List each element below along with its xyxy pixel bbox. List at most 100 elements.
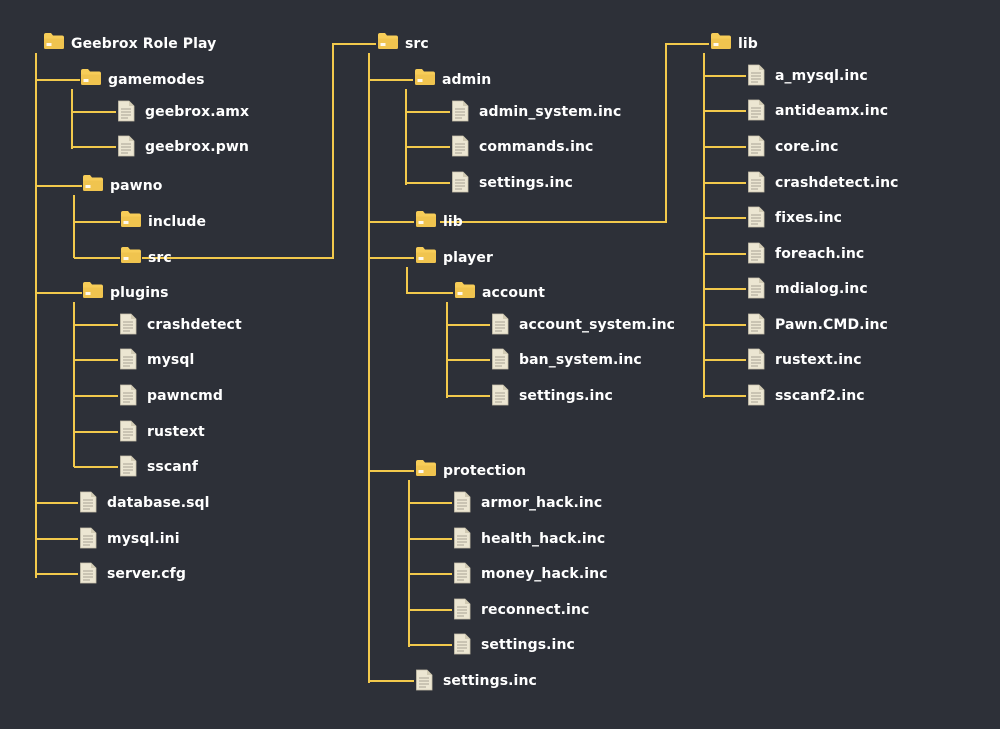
node-label: mysql	[147, 352, 195, 368]
file-icon	[451, 171, 473, 195]
node-label: Geebrox Role Play	[71, 36, 217, 52]
folder-icon	[80, 68, 102, 92]
folder-node-admin: admin	[414, 68, 491, 92]
file-icon	[747, 99, 769, 123]
folder-node-lib: lib	[710, 32, 758, 56]
file-node-pl-mysql: mysql	[119, 348, 194, 372]
node-label: crashdetect	[147, 317, 242, 333]
node-label: sscanf	[147, 459, 199, 475]
connector-line	[440, 43, 709, 223]
connector-line	[142, 43, 376, 259]
node-label: plugins	[110, 285, 169, 301]
node-label: geebrox.pwn	[145, 139, 249, 155]
connector-line	[406, 267, 453, 294]
folder-icon	[120, 246, 142, 270]
file-node-pr-settings: settings.inc	[453, 633, 575, 657]
file-node-gm-pwn: geebrox.pwn	[117, 135, 249, 159]
node-label: account_system.inc	[519, 317, 676, 333]
file-icon	[119, 348, 141, 372]
node-label: rustext.inc	[775, 352, 862, 368]
file-node-lb-foreach: foreach.inc	[747, 242, 864, 266]
file-node-pl-rustext: rustext	[119, 420, 205, 444]
file-node-lb-crash: crashdetect.inc	[747, 171, 899, 195]
node-label: geebrox.amx	[145, 104, 250, 120]
file-node-pl-crash: crashdetect	[119, 313, 242, 337]
file-node-ac-settings: settings.inc	[491, 384, 613, 408]
file-node-ac-ban: ban_system.inc	[491, 348, 642, 372]
node-label: ban_system.inc	[519, 352, 642, 368]
file-node-src-settings: settings.inc	[415, 669, 537, 693]
file-icon	[491, 313, 513, 337]
file-icon	[117, 100, 139, 124]
folder-node-pawno: pawno	[82, 174, 163, 198]
file-icon	[119, 455, 141, 479]
file-node-database: database.sql	[79, 491, 210, 515]
file-icon	[453, 633, 475, 657]
file-node-pr-armor: armor_hack.inc	[453, 491, 602, 515]
file-icon	[453, 491, 475, 515]
folder-node-src: src	[377, 32, 429, 56]
file-node-lb-amysql: a_mysql.inc	[747, 64, 868, 88]
folder-icon	[710, 32, 732, 56]
folder-node-pawno-src: src	[120, 246, 172, 270]
node-label: settings.inc	[481, 637, 575, 653]
folder-icon	[415, 459, 437, 483]
file-node-lb-mdialog: mdialog.inc	[747, 277, 868, 301]
node-label: mysql.ini	[107, 531, 180, 547]
file-node-pr-reconnect: reconnect.inc	[453, 598, 589, 622]
folder-icon	[377, 32, 399, 56]
node-label: antideamx.inc	[775, 103, 889, 119]
node-label: crashdetect.inc	[775, 175, 899, 191]
node-label: server.cfg	[107, 566, 186, 582]
folder-node-account: account	[454, 281, 545, 305]
file-icon	[117, 135, 139, 159]
file-icon	[415, 669, 437, 693]
file-node-pr-money: money_hack.inc	[453, 562, 608, 586]
node-label: protection	[443, 463, 527, 479]
file-icon	[451, 135, 473, 159]
file-node-lb-rustext: rustext.inc	[747, 348, 862, 372]
folder-node-player: player	[415, 246, 493, 270]
file-node-pl-sscanf: sscanf	[119, 455, 198, 479]
node-label: include	[148, 214, 207, 230]
node-label: src	[148, 250, 172, 266]
node-label: player	[443, 250, 493, 266]
file-icon	[79, 527, 101, 551]
file-node-pl-pawncmd: pawncmd	[119, 384, 223, 408]
folder-node-include: include	[120, 210, 206, 234]
folder-icon	[120, 210, 142, 234]
folder-icon	[82, 174, 104, 198]
file-node-lb-sscanf2: sscanf2.inc	[747, 384, 865, 408]
file-icon	[453, 598, 475, 622]
node-label: armor_hack.inc	[481, 495, 603, 511]
file-icon	[747, 206, 769, 230]
node-label: mdialog.inc	[775, 281, 868, 297]
node-label: core.inc	[775, 139, 839, 155]
file-icon	[79, 562, 101, 586]
node-label: foreach.inc	[775, 246, 865, 262]
node-label: database.sql	[107, 495, 210, 511]
node-label: commands.inc	[479, 139, 594, 155]
node-label: admin_system.inc	[479, 104, 622, 120]
node-label: lib	[443, 214, 463, 230]
file-node-lb-pawncmd: Pawn.CMD.inc	[747, 313, 888, 337]
file-node-ad-settings: settings.inc	[451, 171, 573, 195]
file-node-lb-fixes: fixes.inc	[747, 206, 842, 230]
file-icon	[119, 384, 141, 408]
file-icon	[119, 313, 141, 337]
file-icon	[747, 277, 769, 301]
folder-node-src-lib: lib	[415, 210, 463, 234]
file-icon	[747, 384, 769, 408]
file-icon	[453, 562, 475, 586]
node-label: settings.inc	[479, 175, 573, 191]
file-icon	[747, 171, 769, 195]
node-label: reconnect.inc	[481, 602, 590, 618]
file-node-lb-antideamx: antideamx.inc	[747, 99, 888, 123]
node-label: pawno	[110, 178, 163, 194]
folder-icon	[415, 246, 437, 270]
file-icon	[119, 420, 141, 444]
node-label: pawncmd	[147, 388, 223, 404]
node-label: gamemodes	[108, 72, 205, 88]
